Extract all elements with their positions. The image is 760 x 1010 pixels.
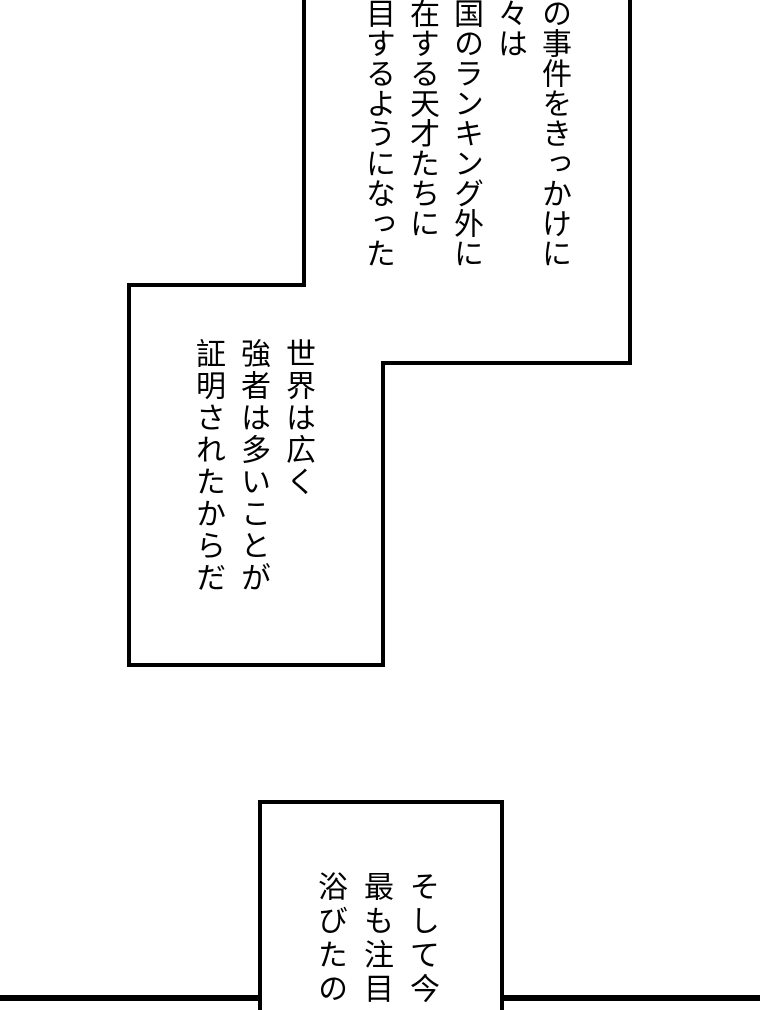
caption-line: 証明されたからだ (191, 338, 224, 594)
caption-middle-text: 世界は広く 強者は多いことが 証明されたからだ (185, 338, 320, 594)
caption-line: 世界は広く (281, 338, 314, 498)
caption-line: 強者は多いことが (236, 338, 269, 594)
caption-line: 在する天才たちに (405, 0, 438, 238)
caption-line: 々は (493, 0, 526, 58)
caption-box-shape (127, 0, 632, 667)
caption-line: 目するようになった (361, 0, 394, 268)
caption-top-text: の事件をきっかけに 々は 国のランキング外に 在する天才たちに 目するようになっ… (355, 0, 575, 268)
bubble-line: 浴びたの (313, 871, 346, 1007)
speech-bubble-shape (258, 800, 504, 1010)
bubble-line: そして今 (405, 871, 438, 1007)
caption-line: の事件をきっかけに (537, 0, 570, 268)
caption-line: 国のランキング外に (449, 0, 482, 268)
bubble-line: 最も注目 (359, 871, 392, 1007)
speech-bubble-text: そして今 最も注目 浴びたの (306, 871, 444, 1007)
